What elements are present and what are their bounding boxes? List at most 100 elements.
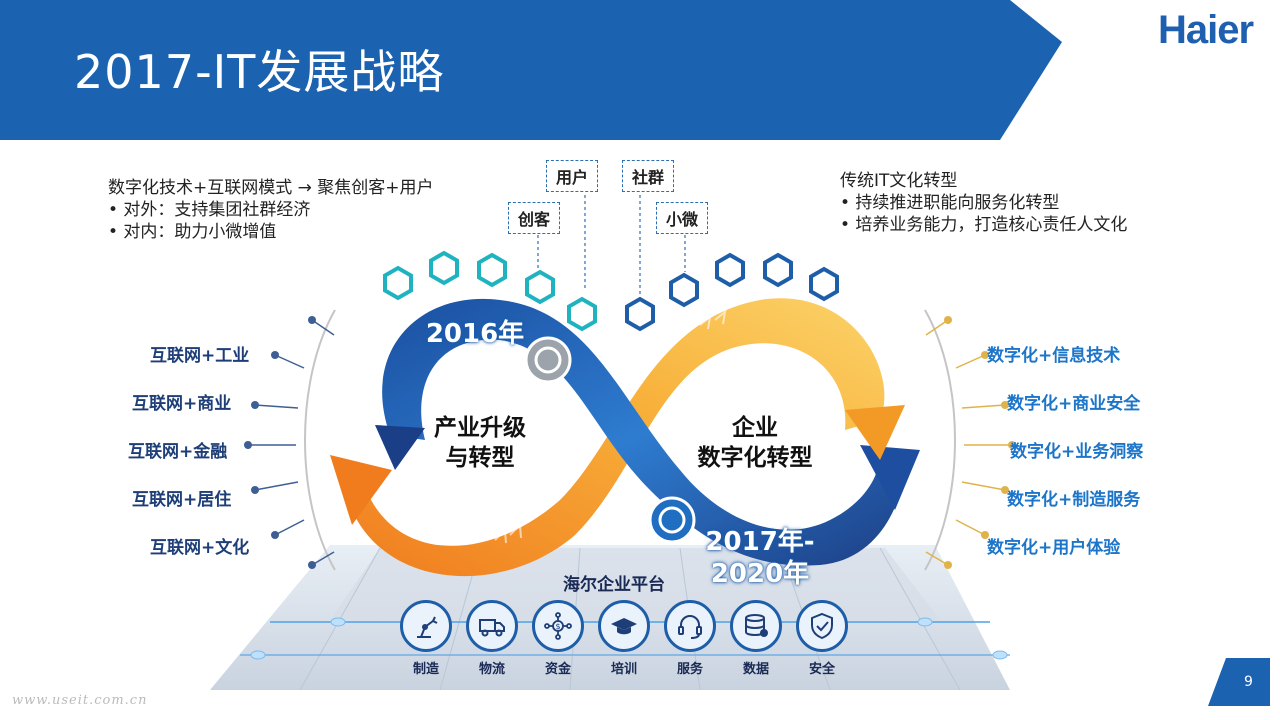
hexagon-navy: [715, 252, 745, 288]
left-node-line: [254, 481, 299, 491]
right-text-block: 传统IT文化转型 • 持续推进职能向服务化转型 • 培养业务能力，打造核心责任人…: [840, 170, 1127, 236]
right-label-security: 数字化+商业安全: [1007, 394, 1141, 414]
left-node-line: [311, 551, 335, 566]
left-node-line: [311, 319, 335, 336]
orange-arrow-left: [330, 455, 392, 525]
service-manufacturing: 制造: [398, 600, 454, 677]
right-label-insight: 数字化+业务洞察: [1010, 442, 1144, 462]
left-label-culture: 互联网+文化: [150, 538, 250, 558]
service-capital: $ 资金: [530, 600, 586, 677]
money-network-icon: $: [532, 600, 584, 652]
year-2017-line: 2017年-: [705, 527, 815, 557]
year-2017-2020: 2017年- 2020年: [695, 526, 825, 590]
right-node-line: [955, 519, 986, 536]
tag-maker: 创客: [508, 202, 561, 234]
left-node: [244, 441, 252, 449]
tag-user: 用户: [546, 160, 599, 192]
right-node: [1008, 441, 1016, 449]
industry-upgrade-text: 产业升级 与转型: [405, 413, 555, 473]
right-node-arc: [924, 309, 956, 571]
left-bullet-1: • 对外：支持集团社群经济: [108, 200, 311, 220]
left-label-living: 互联网+居住: [132, 490, 232, 510]
right-node-line: [961, 481, 1006, 491]
left-node-arc: [304, 309, 336, 571]
tag-community: 社群: [622, 160, 675, 192]
hexagon-teal: [525, 269, 555, 305]
service-label: 数据: [742, 662, 769, 677]
digital-transform-line2: 数字化转型: [697, 445, 813, 471]
service-label: 培训: [610, 662, 637, 677]
hexagon-navy: [763, 252, 793, 288]
right-node: [1001, 401, 1009, 409]
right-node: [1001, 486, 1009, 494]
right-bullet-2: • 培养业务能力，打造核心责任人文化: [840, 215, 1128, 235]
service-support: 服务: [662, 600, 718, 677]
left-text-block: 数字化技术+互联网模式 → 聚焦创客+用户 • 对外：支持集团社群经济 • 对内…: [108, 177, 434, 243]
hexagon-navy: [669, 272, 699, 308]
left-node: [308, 561, 316, 569]
blue-arrow-left: [375, 425, 425, 470]
right-node-line: [961, 404, 1006, 409]
blue-arrow-right: [860, 445, 920, 510]
left-node-line: [254, 404, 299, 409]
hexagon-navy: [625, 296, 655, 332]
service-label: 物流: [478, 662, 505, 677]
service-label: 资金: [544, 662, 571, 677]
platform-label: 海尔企业平台: [563, 575, 665, 595]
left-label-industry: 互联网+工业: [150, 346, 250, 366]
service-label: 安全: [808, 662, 835, 677]
service-training: 培训: [596, 600, 652, 677]
right-node: [981, 531, 989, 539]
right-label-manufacturing: 数字化+制造服务: [1007, 490, 1141, 510]
graduation-cap-icon: [598, 600, 650, 652]
year-2020-line: 2020年: [710, 559, 810, 589]
watermark: www.useit.com.cn: [12, 693, 148, 708]
left-node: [251, 401, 259, 409]
hexagon-teal: [477, 252, 507, 288]
right-heading: 传统IT文化转型: [840, 171, 958, 191]
left-node: [251, 486, 259, 494]
right-node-line: [925, 319, 949, 336]
left-node: [271, 531, 279, 539]
right-bullet-1: • 持续推进职能向服务化转型: [840, 193, 1060, 213]
right-label-it: 数字化+信息技术: [987, 346, 1121, 366]
right-label-ux: 数字化+用户体验: [987, 538, 1121, 558]
title-banner: [0, 0, 1062, 140]
slide-title: 2017-IT发展战略: [74, 45, 445, 99]
service-label: 服务: [676, 662, 703, 677]
orange-arrow-right: [845, 405, 905, 460]
service-security: 安全: [794, 600, 850, 677]
digital-transform-text: 企业 数字化转型: [685, 413, 825, 473]
left-heading: 数字化技术+互联网模式 → 聚焦创客+用户: [108, 178, 434, 198]
service-data: 数据: [728, 600, 784, 677]
left-label-commerce: 互联网+商业: [132, 394, 232, 414]
truck-icon: [466, 600, 518, 652]
left-node-line: [274, 354, 305, 369]
left-node: [308, 316, 316, 324]
right-node: [981, 351, 989, 359]
right-node-line: [925, 551, 949, 566]
tag-connectors: [537, 195, 686, 295]
service-logistics: 物流: [464, 600, 520, 677]
database-icon: [730, 600, 782, 652]
industry-upgrade-line2: 与转型: [445, 445, 515, 471]
hexagon-navy: [809, 266, 839, 302]
shield-check-icon: [796, 600, 848, 652]
industry-upgrade-line1: 产业升级: [434, 415, 526, 441]
robot-arm-icon: [400, 600, 452, 652]
marker-2016: [524, 336, 572, 384]
left-node: [271, 351, 279, 359]
hexagon-teal: [383, 265, 413, 301]
marker-2017: [648, 496, 696, 544]
hexagon-teal: [429, 250, 459, 286]
page-number-badge: [1208, 658, 1270, 706]
left-bullet-2: • 对内：助力小微增值: [108, 222, 277, 242]
blue-band: [382, 298, 905, 566]
year-2016: 2016年: [425, 319, 525, 349]
right-node-line: [955, 354, 986, 369]
digital-transform-line1: 企业: [732, 415, 778, 441]
headset-icon: [664, 600, 716, 652]
right-node: [944, 561, 952, 569]
tag-micro: 小微: [656, 202, 709, 234]
